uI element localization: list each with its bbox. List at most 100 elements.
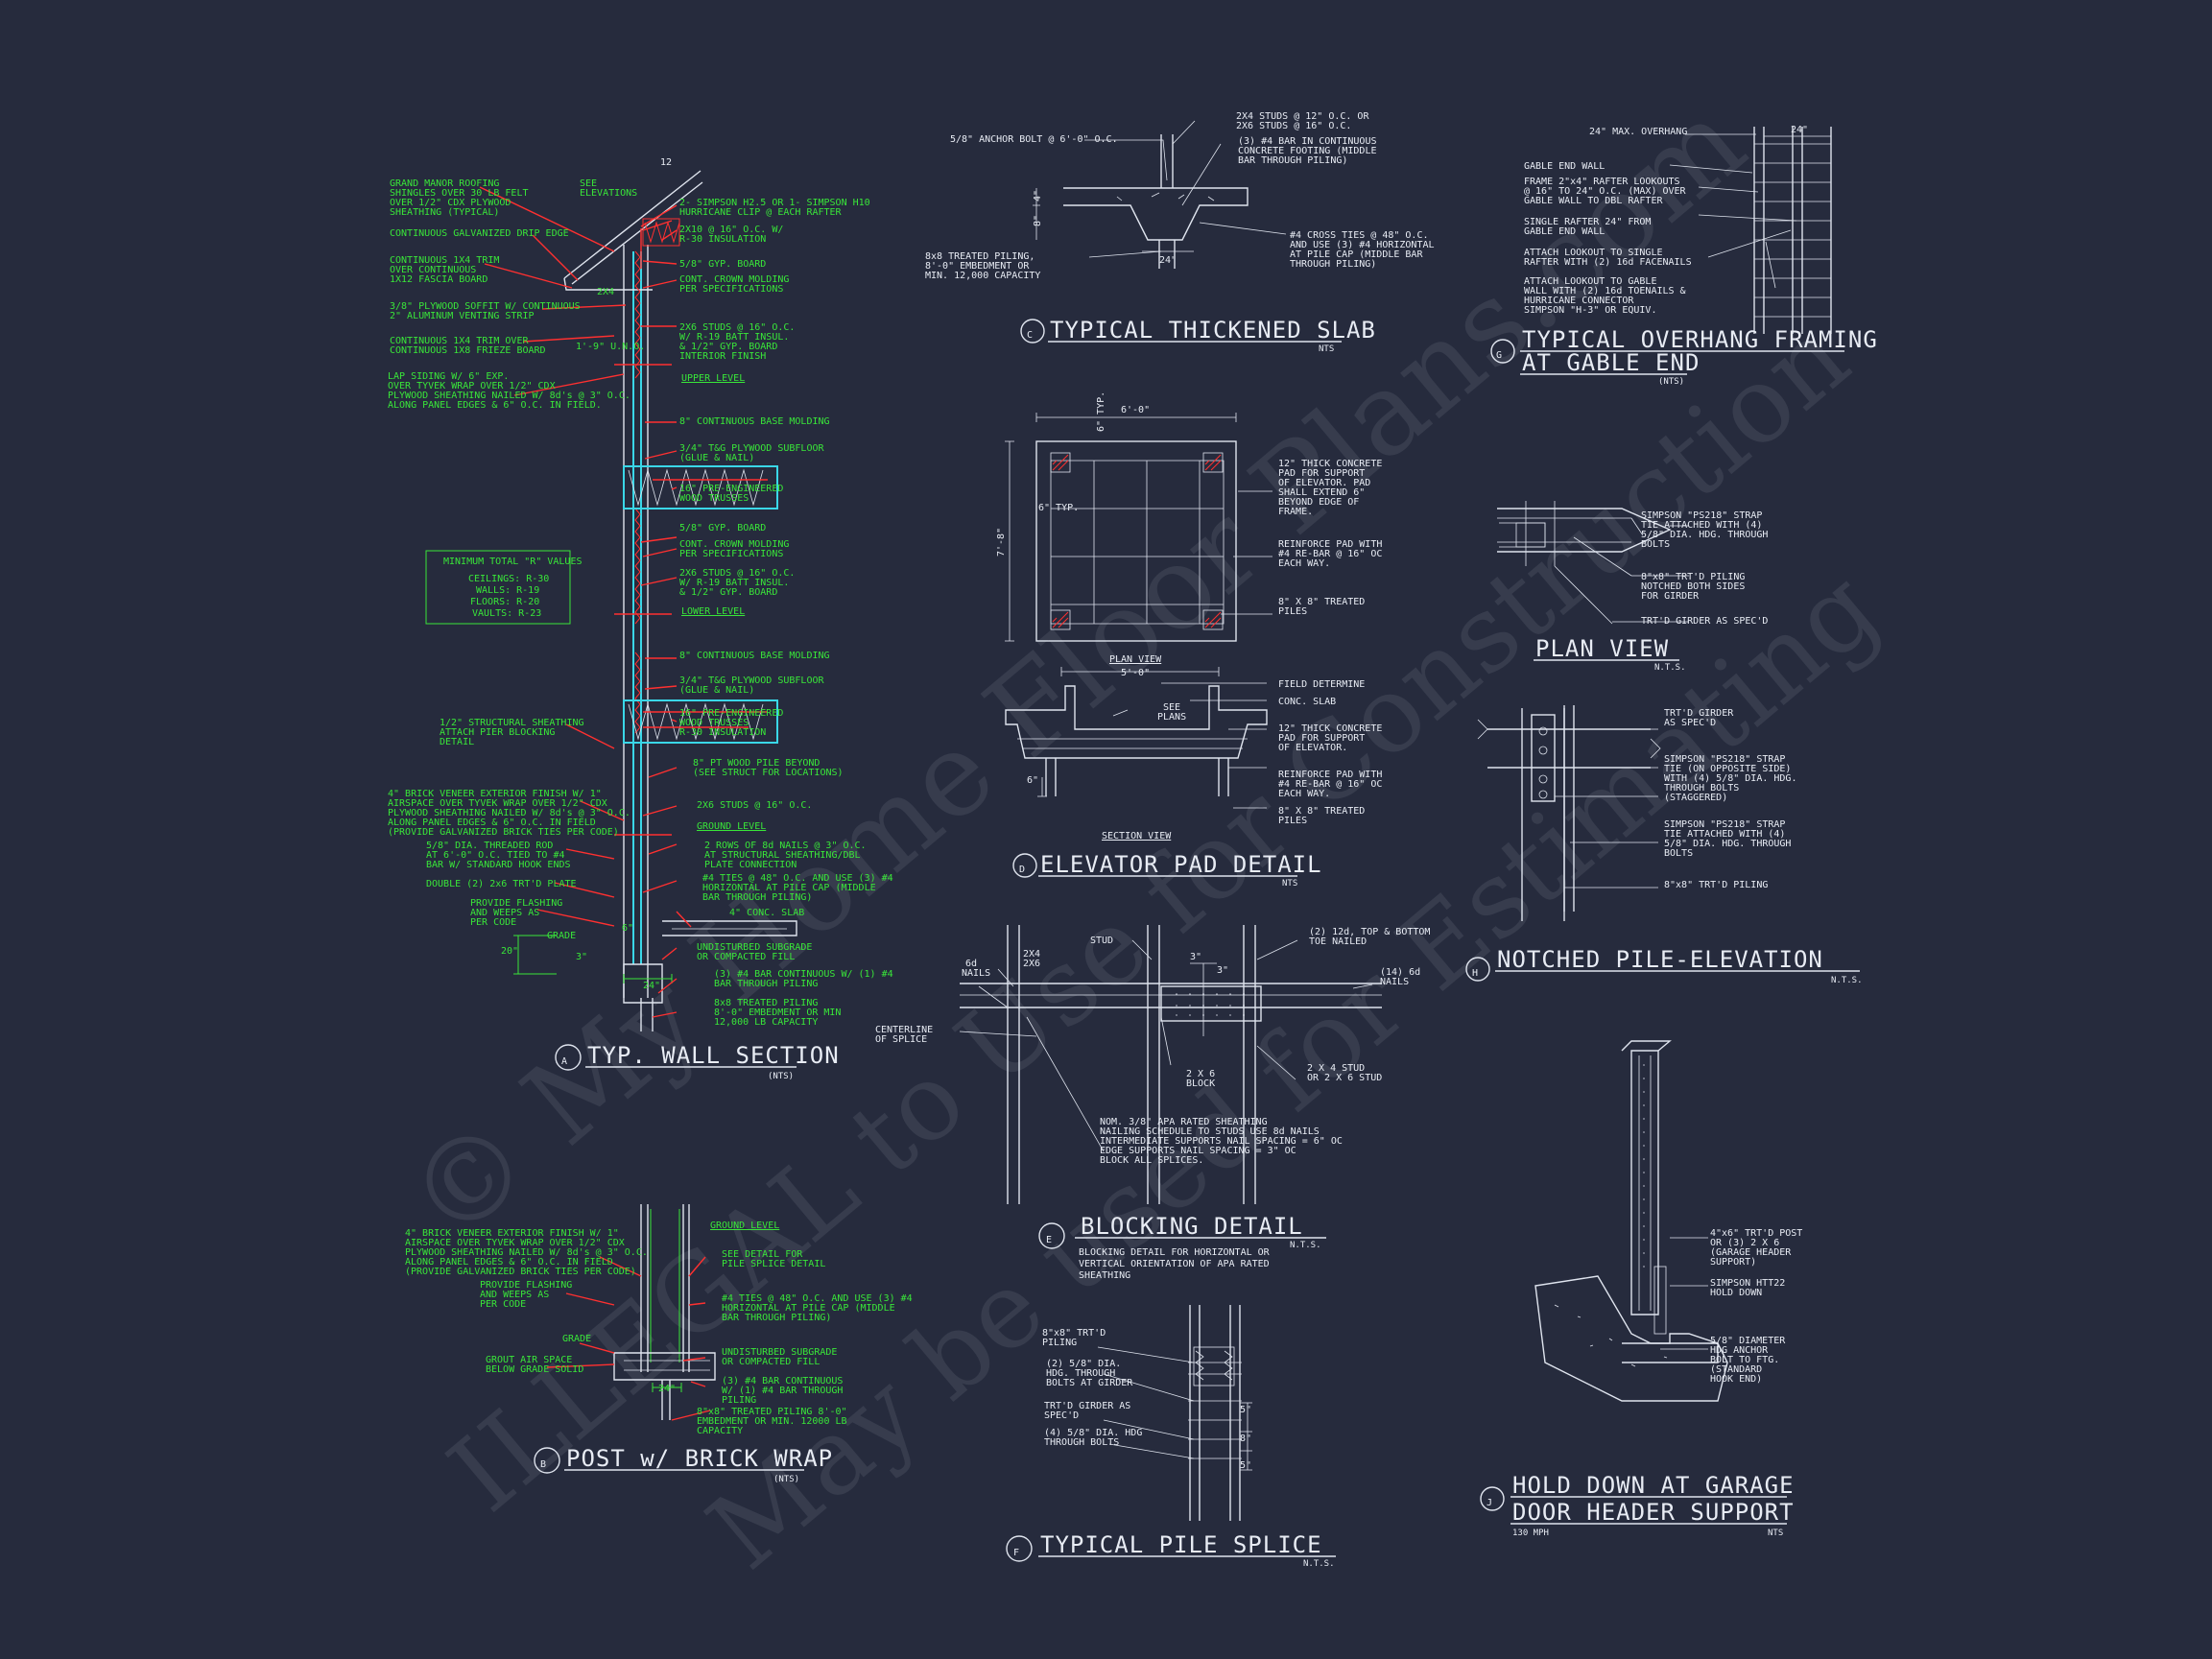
b-level: GROUND LEVEL — [710, 1221, 779, 1231]
r-label-40: (3) #4 BAR CONTINUOUS W/ (1) #4 — [714, 969, 893, 980]
r-label-5: CONT. CROWN MOLDING — [679, 274, 789, 285]
pv-l-2: 5/8" DIA. HDG. THROUGH — [1641, 530, 1768, 540]
r-label-4: 5/8" GYP. BOARD — [679, 259, 766, 270]
h-l-7: SIMPSON "PS218" STRAP — [1664, 819, 1785, 830]
level-lower: LOWER LEVEL — [681, 606, 745, 617]
detail-j-mph: 130 MPH — [1512, 1529, 1549, 1538]
d-dim-6-0: 6'-0" — [1121, 405, 1150, 415]
pv-l-3: BOLTS — [1641, 539, 1670, 550]
r-label-28: 8" PT WOOD PILE BEYOND — [693, 758, 820, 769]
r-label-14: 16" PRE-ENGINEERED — [679, 484, 783, 494]
detail-j-hold-down: 4"x6" TRT'D POST OR (3) 2 X 6 (GARAGE HE… — [1480, 1040, 1802, 1538]
c-dim-4: 4" — [1033, 190, 1043, 201]
d-pl-7: #4 RE-BAR @ 16" OC — [1278, 549, 1382, 559]
b-l-4: (PROVIDE GALVANIZED BRICK TIES PER CODE) — [405, 1267, 636, 1277]
f-l-1: PILING — [1042, 1338, 1077, 1348]
e-l-15: NOM. 3/8" APA RATED SHEATHING — [1100, 1117, 1268, 1127]
pv-l-1: TIE ATTACHED WITH (4) — [1641, 520, 1762, 531]
ll-label-11: DOUBLE (2) 2x6 TRT'D PLATE — [426, 879, 577, 889]
dim-2x4: 2X4 — [597, 287, 614, 297]
g-l-0: 24" MAX. OVERHANG — [1589, 127, 1687, 137]
d-plan-view-label: PLAN VIEW — [1109, 654, 1162, 665]
r-values-walls: WALLS: R-19 — [476, 585, 539, 596]
c-l-2: 2X6 STUDS @ 16" O.C. — [1236, 121, 1351, 131]
e-l-9: CENTERLINE — [875, 1025, 933, 1035]
label-soffit-1: 3/8" PLYWOOD SOFFIT W/ CONTINUOUS — [390, 301, 581, 312]
label-siding-2: OVER TYVEK WRAP OVER 1/2" CDX — [388, 381, 556, 391]
detail-c-title: TYPICAL THICKENED SLAB — [1050, 317, 1376, 344]
detail-b-nts: (NTS) — [773, 1475, 799, 1484]
ll-label-12: PROVIDE FLASHING — [470, 898, 562, 909]
r-label-6: PER SPECIFICATIONS — [679, 284, 783, 295]
d-pl-2: OF ELEVATOR. PAD — [1278, 478, 1370, 488]
r-label-39: OR COMPACTED FILL — [697, 952, 795, 962]
h-l-10: BOLTS — [1664, 848, 1693, 859]
e-l-10: OF SPLICE — [875, 1034, 927, 1045]
e-l-3: 2X6 — [1023, 959, 1040, 969]
r-label-33: PLATE CONNECTION — [704, 860, 797, 870]
d-dim-6: 6" — [1027, 775, 1038, 786]
r-values-vaults: VAULTS: R-23 — [472, 608, 541, 619]
detail-a-nts: (NTS) — [768, 1072, 794, 1081]
d-sl-6: #4 RE-BAR @ 16" OC — [1278, 779, 1382, 790]
detail-c-nts: NTS — [1319, 344, 1334, 354]
r-label-11: 8" CONTINUOUS BASE MOLDING — [679, 416, 830, 427]
g-l-9: ATTACH LOOKOUT TO GABLE — [1524, 276, 1656, 287]
label-siding-1: LAP SIDING W/ 6" EXP. — [388, 371, 509, 382]
ll-label-1: ATTACH PIER BLOCKING — [440, 727, 555, 738]
dim-1-9: 1'-9" U.N.O. — [576, 342, 645, 352]
b-l-0: 4" BRICK VENEER EXTERIOR FINISH W/ 1" — [405, 1228, 619, 1239]
label-siding-4: ALONG PANEL EDGES & 6" O.C. IN FIELD. — [388, 400, 602, 411]
ll-label-0: 1/2" STRUCTURAL SHEATHING — [440, 718, 584, 728]
detail-d-title: ELEVATOR PAD DETAIL — [1040, 851, 1322, 878]
d-sl-4: OF ELEVATOR. — [1278, 743, 1347, 753]
f-l-7: (4) 5/8" DIA. HDG — [1044, 1428, 1142, 1438]
r-label-35: HORIZONTAL AT PILE CAP (MIDDLE — [702, 883, 876, 893]
d-pl-6: REINFORCE PAD WITH — [1278, 539, 1382, 550]
detail-e-letter: E — [1046, 1235, 1052, 1245]
e-l-5: (2) 12d, TOP & BOTTOM — [1309, 927, 1430, 937]
d-sl-2: 12" THICK CONCRETE — [1278, 723, 1382, 734]
e-l-16: NAILING SCHEDULE TO STUDS USE 8d NAILS — [1100, 1126, 1320, 1137]
d-sl-7: EACH WAY. — [1278, 789, 1330, 799]
d-sl-0: FIELD DETERMINE — [1278, 679, 1365, 690]
b-r-11: EMBEDMENT OR MIN. 12000 LB — [697, 1416, 847, 1427]
f-l-3: HDG. THROUGH — [1046, 1368, 1115, 1379]
j-l-8: BOLT TO FTG. — [1710, 1355, 1779, 1365]
level-ground: GROUND LEVEL — [697, 821, 766, 832]
c-l-11: AT PILE CAP (MIDDLE BAR — [1290, 249, 1423, 260]
pv-l-5: NOTCHED BOTH SIDES — [1641, 581, 1745, 592]
plan-view-notched-pile: SIMPSON "PS218" STRAP TIE ATTACHED WITH … — [1497, 501, 1768, 673]
r-label-42: 8x8 TREATED PILING — [714, 998, 818, 1008]
f-dim-5-b: 5" — [1240, 1460, 1251, 1471]
label-roofing-1: GRAND MANOR ROOFING — [390, 178, 499, 189]
g-l-5: SINGLE RAFTER 24" FROM — [1524, 217, 1651, 227]
e-l-4: STUD — [1090, 936, 1113, 946]
detail-e-nts: N.T.S. — [1290, 1241, 1321, 1250]
g-l-4: GABLE WALL TO DBL RAFTER — [1524, 196, 1663, 206]
pv-l-0: SIMPSON "PS218" STRAP — [1641, 510, 1762, 521]
b-r-4: BAR THROUGH PILING) — [722, 1313, 831, 1323]
b-r-6: OR COMPACTED FILL — [722, 1357, 820, 1367]
f-l-4: BOLTS AT GIRDER — [1046, 1378, 1133, 1388]
e-sub-0: BLOCKING DETAIL FOR HORIZONTAL OR — [1079, 1247, 1271, 1258]
h-l-8: TIE ATTACHED WITH (4) — [1664, 829, 1785, 840]
r-label-31: 2 ROWS OF 8d NAILS @ 3" O.C. — [704, 841, 867, 851]
j-l-3: SUPPORT) — [1710, 1257, 1756, 1268]
r-label-38: UNDISTURBED SUBGRADE — [697, 942, 812, 953]
b-l-2: PLYWOOD SHEATHING NAILED W/ 8d's @ 3" O.… — [405, 1247, 648, 1258]
f-l-2: (2) 5/8" DIA. — [1046, 1359, 1121, 1369]
detail-b-title: POST w/ BRICK WRAP — [566, 1445, 833, 1472]
b-l-1: AIRSPACE OVER TYVEK WRAP OVER 1/2" CDX — [405, 1238, 625, 1248]
r-label-9: & 1/2" GYP. BOARD — [679, 342, 777, 352]
label-roofing-3: OVER 1/2" CDX PLYWOOD — [390, 198, 511, 208]
ll-label-9: AT 6'-0" O.C. TIED TO #4 — [426, 850, 565, 861]
b-l-5: PROVIDE FLASHING — [480, 1280, 572, 1291]
g-l-3: @ 16" TO 24" O.C. (MAX) OVER — [1524, 186, 1687, 197]
detail-c-letter: C — [1027, 330, 1033, 341]
g-dim-24: 24" — [1791, 125, 1808, 135]
detail-f-pile-splice: 8"x8" TRT'D PILING (2) 5/8" DIA. HDG. TH… — [1006, 1305, 1336, 1569]
b-r-3: HORIZONTAL AT PILE CAP (MIDDLE — [722, 1303, 895, 1314]
watermark-line-2: ILLEGAL to Use for Construction — [426, 296, 1870, 1535]
